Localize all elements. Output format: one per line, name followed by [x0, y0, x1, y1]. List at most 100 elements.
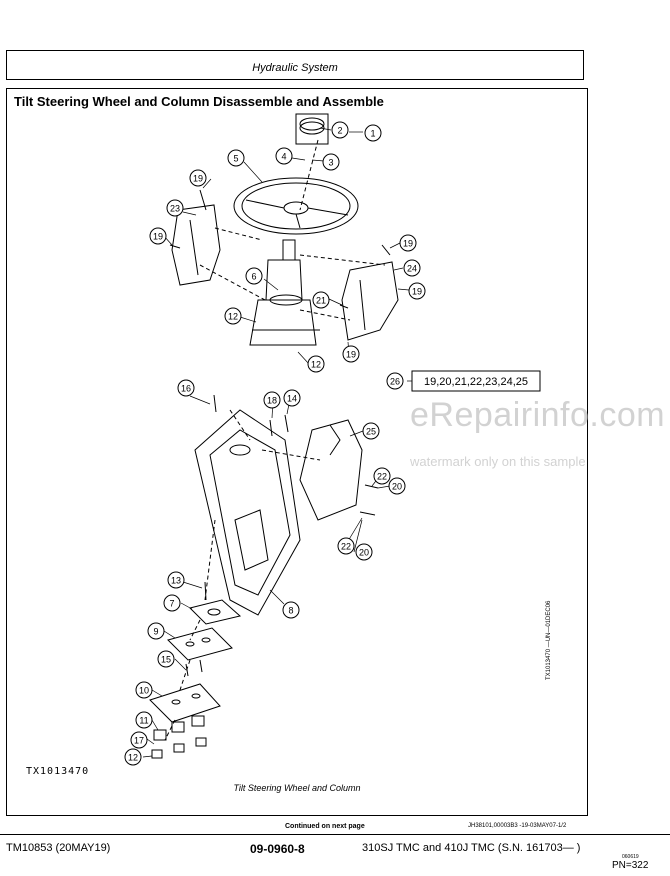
- svg-text:21: 21: [316, 296, 326, 306]
- right-cover: [341, 261, 399, 341]
- svg-text:19: 19: [153, 232, 163, 242]
- svg-text:18: 18: [267, 396, 277, 406]
- callout-14: 14: [283, 389, 301, 407]
- svg-text:16: 16: [181, 384, 191, 394]
- kit-callout-box: [411, 370, 541, 392]
- callout-12: 12: [307, 355, 325, 373]
- svg-text:26: 26: [390, 377, 400, 387]
- callout-20: 20: [388, 477, 406, 495]
- callout-20: 20: [355, 543, 373, 561]
- svg-text:15: 15: [161, 655, 171, 665]
- callout-5: 5: [227, 149, 245, 167]
- callout-8: 8: [282, 601, 300, 619]
- callout-19: 19: [399, 234, 417, 252]
- svg-text:3: 3: [328, 158, 333, 168]
- svg-text:9: 9: [153, 627, 158, 637]
- svg-text:5: 5: [233, 154, 238, 164]
- callout-13: 13: [167, 571, 185, 589]
- svg-text:19: 19: [412, 287, 422, 297]
- svg-text:14: 14: [287, 394, 297, 404]
- leader-lines: [164, 139, 386, 741]
- callout-19: 19: [408, 282, 426, 300]
- bushings: [151, 715, 207, 759]
- footer-page-number: 09-0960-8: [250, 842, 305, 856]
- callout-6: 6: [245, 267, 263, 285]
- left-cover: [171, 204, 221, 286]
- callout-1: 1: [364, 124, 382, 142]
- svg-text:10: 10: [139, 686, 149, 696]
- svg-text:2: 2: [337, 126, 342, 136]
- footer-date-code: 060619: [622, 854, 639, 860]
- mounting-panel: [194, 409, 301, 616]
- watermark-main: eRepairinfo.com: [410, 396, 666, 434]
- pedal-plates: [149, 599, 242, 723]
- watermark-sub: watermark only on this sample: [410, 454, 586, 469]
- svg-text:11: 11: [139, 716, 148, 726]
- callout-18: 18: [263, 391, 281, 409]
- svg-text:12: 12: [228, 312, 238, 322]
- svg-text:12: 12: [311, 360, 321, 370]
- svg-text:22: 22: [341, 542, 351, 552]
- svg-text:19: 19: [346, 350, 356, 360]
- svg-text:12: 12: [128, 753, 138, 763]
- callout-19: 19: [189, 169, 207, 187]
- footer-doc-id: TM10853 (20MAY19): [6, 842, 111, 854]
- callout-25: 25: [362, 422, 380, 440]
- svg-text:25: 25: [366, 427, 376, 437]
- callout-26: 26: [386, 372, 404, 390]
- footer-rule: [0, 834, 670, 835]
- steering-wheel: [233, 177, 359, 235]
- footer-pn: PN=322: [612, 860, 649, 871]
- continued-note: Continued on next page: [285, 823, 365, 830]
- reference-code: JH38101,00003B3 -19-03MAY07-1/2: [468, 823, 567, 829]
- callout-22: 22: [337, 537, 355, 555]
- figure-caption: Tilt Steering Wheel and Column: [233, 783, 361, 793]
- steering-cap: [295, 113, 329, 145]
- callout-9: 9: [147, 622, 165, 640]
- svg-text:17: 17: [134, 736, 144, 746]
- front-cover: [299, 419, 363, 521]
- header-box: [6, 50, 584, 80]
- svg-text:4: 4: [281, 152, 286, 162]
- callout-10: 10: [135, 681, 153, 699]
- callout-22: 22: [373, 467, 391, 485]
- callout-12: 12: [124, 748, 142, 766]
- pointer-lines: [142, 127, 412, 758]
- kit-callout-text: 19,20,21,22,23,24,25: [424, 376, 528, 388]
- callout-12: 12: [224, 307, 242, 325]
- svg-text:24: 24: [407, 264, 417, 274]
- svg-text:19: 19: [193, 174, 203, 184]
- svg-text:23: 23: [170, 204, 180, 214]
- svg-text:20: 20: [359, 548, 369, 558]
- svg-text:7: 7: [169, 599, 174, 609]
- callout-23: 23: [166, 199, 184, 217]
- figure-title: Tilt Steering Wheel and Column Disassemb…: [14, 94, 384, 109]
- svg-text:20: 20: [392, 482, 402, 492]
- svg-text:19: 19: [403, 239, 413, 249]
- callout-19: 19: [342, 345, 360, 363]
- callout-15: 15: [157, 650, 175, 668]
- figure-side-code: TX1013470 —UN—01DEC06: [546, 600, 552, 680]
- svg-text:13: 13: [171, 576, 181, 586]
- svg-text:22: 22: [377, 472, 387, 482]
- svg-text:8: 8: [288, 606, 293, 616]
- callout-3: 3: [322, 153, 340, 171]
- footer-model: 310SJ TMC and 410J TMC (S.N. 161703— ): [362, 842, 581, 854]
- callout-19: 19: [149, 227, 167, 245]
- svg-text:1: 1: [370, 129, 375, 139]
- callout-17: 17: [130, 731, 148, 749]
- callout-2: 2: [331, 121, 349, 139]
- section-header: Hydraulic System: [252, 62, 338, 74]
- callout-16: 16: [177, 379, 195, 397]
- callout-7: 7: [163, 594, 181, 612]
- callout-11: 11: [135, 711, 153, 729]
- steering-column: [249, 239, 320, 346]
- callout-21: 21: [312, 291, 330, 309]
- callout-4: 4: [275, 147, 293, 165]
- figure-frame: [6, 88, 588, 816]
- figure-id: TX1013470: [26, 766, 90, 777]
- bolts: [169, 189, 391, 677]
- svg-text:6: 6: [251, 272, 256, 282]
